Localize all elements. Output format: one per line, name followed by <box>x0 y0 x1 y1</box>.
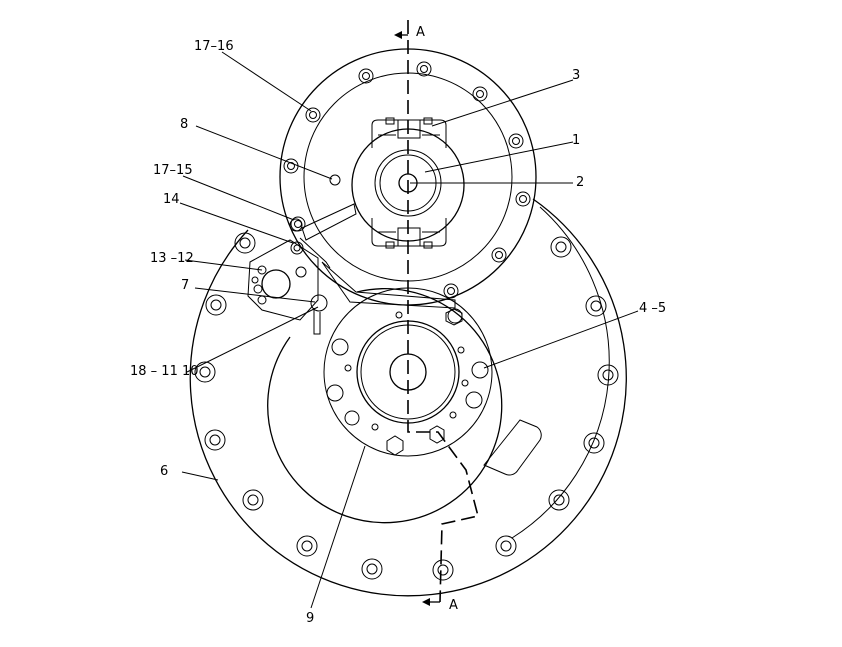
callout-8: 8 <box>180 117 188 132</box>
bolt-hole <box>585 295 607 317</box>
section-line-a-a <box>394 20 479 606</box>
section-label-top: A <box>416 25 425 40</box>
bolt-hole <box>508 133 524 149</box>
bolt-hole <box>583 432 605 454</box>
bolt-hole <box>495 535 517 557</box>
labels: A A 17–16 8 17–15 14 13 –12 7 18 – 11 10… <box>130 25 666 626</box>
bolt-hole <box>515 191 531 207</box>
bolt-hole <box>242 489 264 511</box>
callout-4-5: 4 –5 <box>639 301 666 316</box>
callout-2: 2 <box>576 175 584 190</box>
callout-6: 6 <box>160 464 168 479</box>
bolt-hole <box>416 61 432 77</box>
side-components <box>247 218 328 335</box>
bolt-hole <box>296 535 318 557</box>
bolt-hole <box>205 294 227 316</box>
callout-7: 7 <box>181 278 189 293</box>
callout-13-12: 13 –12 <box>150 251 194 266</box>
bolt-hole <box>432 559 454 581</box>
bolt-hole <box>472 86 488 102</box>
bolt-hole <box>305 107 321 123</box>
lower-boss <box>267 287 503 524</box>
main-housing <box>189 198 627 597</box>
bolt-hole <box>234 232 256 254</box>
housing-bolt-holes <box>194 232 619 581</box>
bolt-hole <box>443 283 459 299</box>
callout-17-15: 17–15 <box>153 163 193 178</box>
linkage-arm <box>299 203 456 309</box>
section-label-bottom: A <box>449 598 458 613</box>
callout-14: 14 <box>163 192 180 207</box>
bolt-hole <box>548 489 570 511</box>
callout-17-16: 17–16 <box>194 39 234 54</box>
callout-9: 9 <box>306 611 314 626</box>
bolt-hole <box>550 236 572 258</box>
bolt-hole <box>204 429 226 451</box>
callout-1: 1 <box>572 133 580 148</box>
bolt-hole <box>597 364 619 386</box>
bolt-hole <box>358 68 374 84</box>
callout-18-11-10: 18 – 11 10 <box>130 364 199 379</box>
leader-lines <box>179 51 639 609</box>
bolt-hole <box>491 247 507 263</box>
callout-3: 3 <box>572 68 580 83</box>
bolt-hole <box>194 361 216 383</box>
bearing-caps <box>371 117 447 249</box>
bolt-hole <box>361 558 383 580</box>
cover-bolt-holes <box>283 61 531 299</box>
